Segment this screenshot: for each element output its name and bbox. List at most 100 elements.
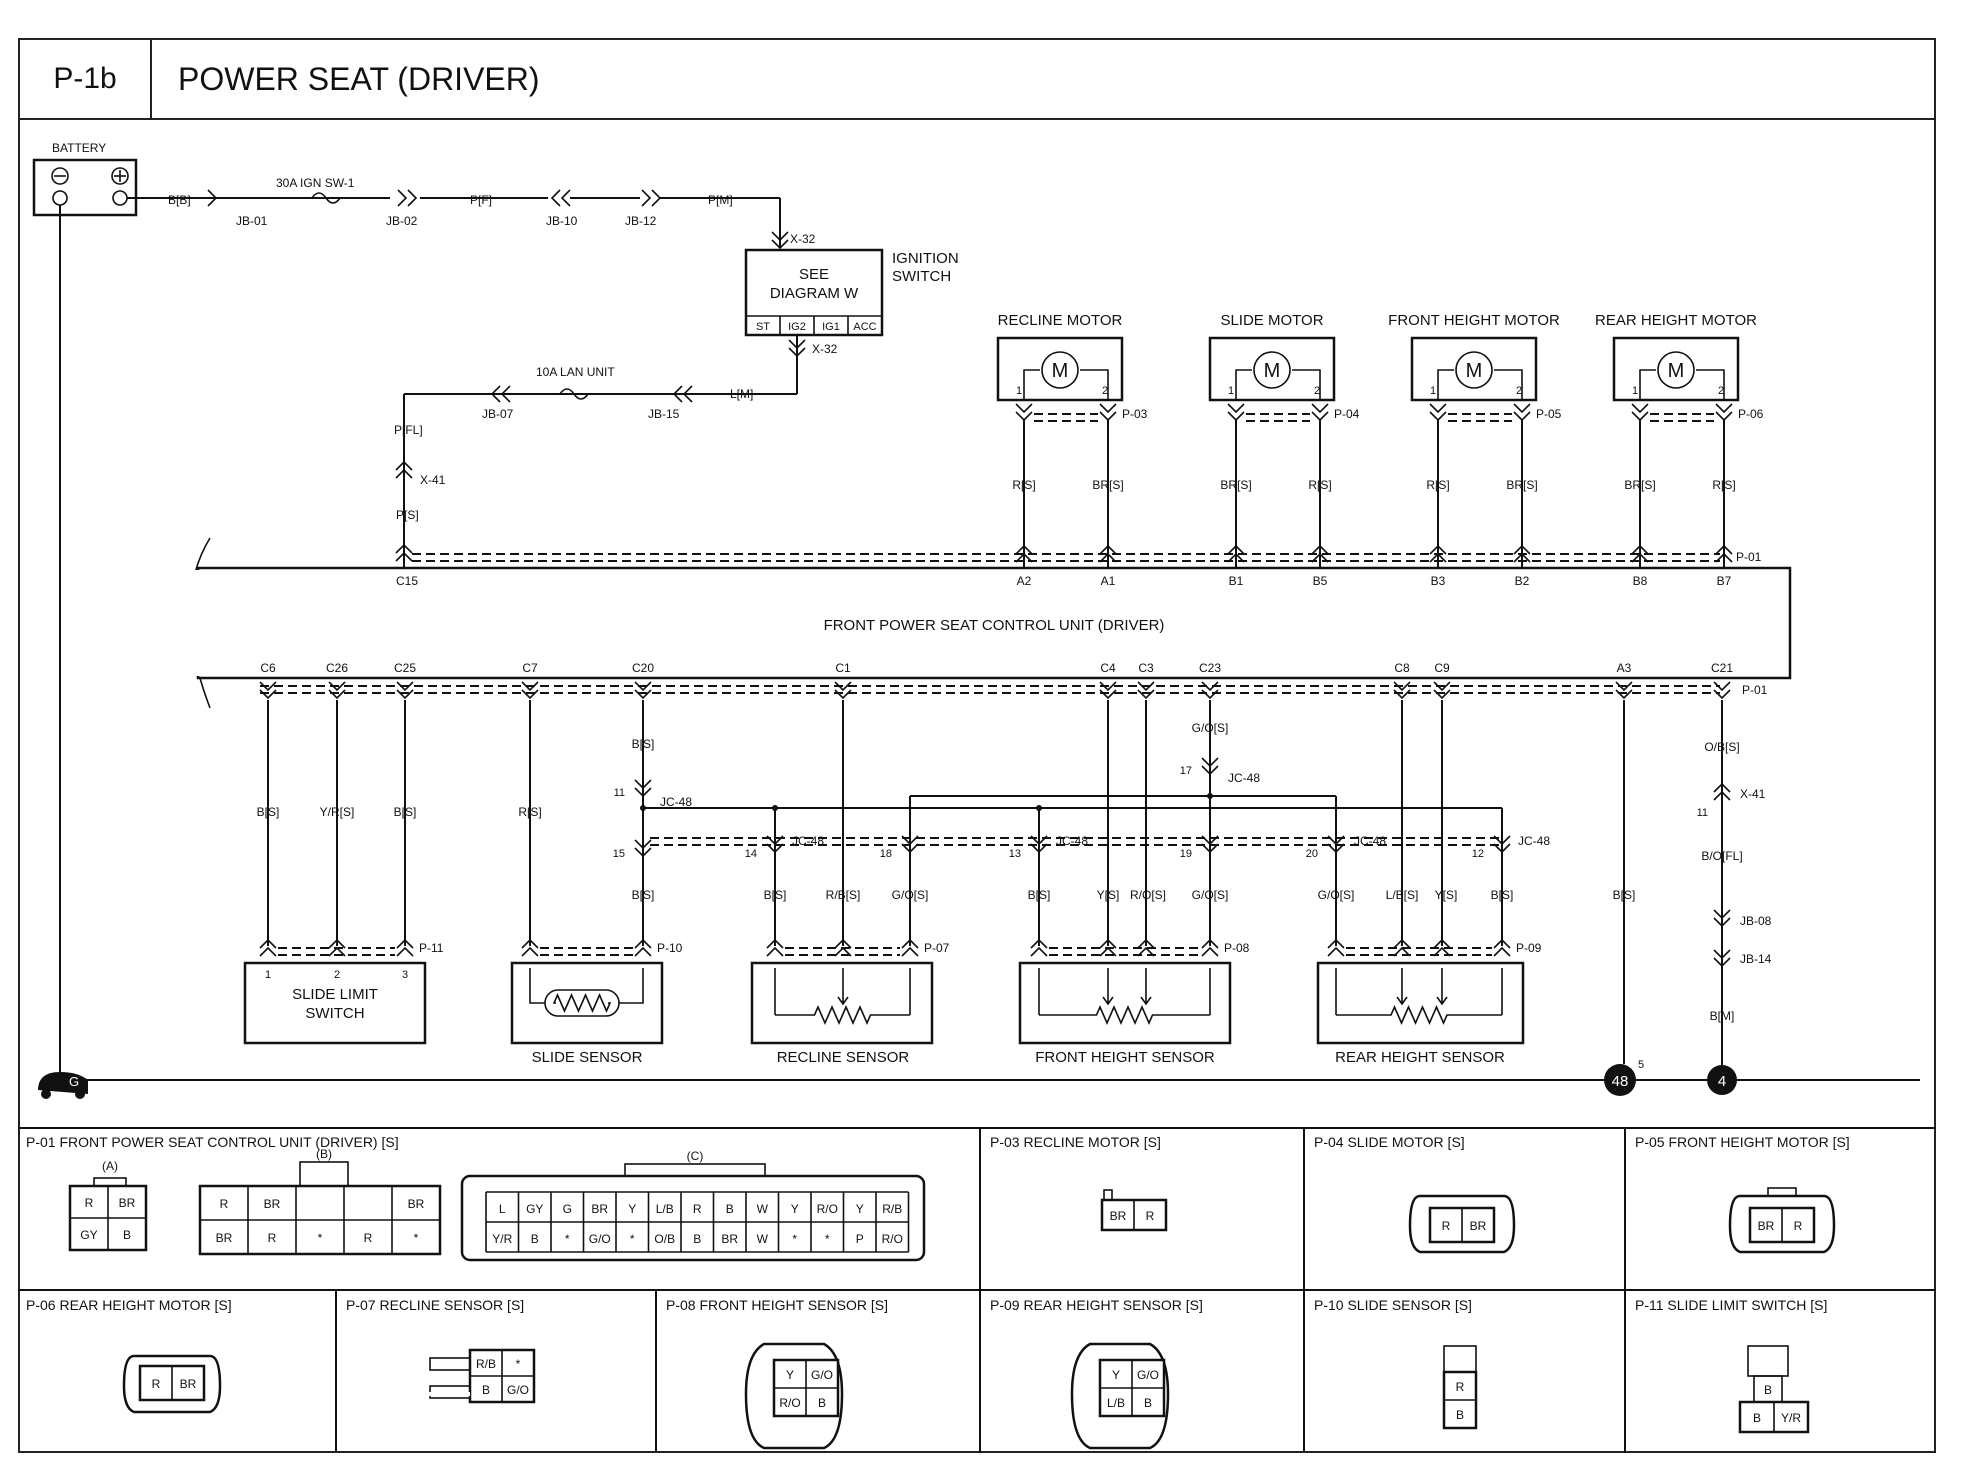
fuse-lan-label: 10A LAN UNIT [536,365,615,379]
svg-text:B: B [726,1202,734,1216]
svg-text:G/O[S]: G/O[S] [1192,721,1229,735]
svg-text:B5: B5 [1313,574,1328,588]
svg-text:B[S]: B[S] [1613,888,1636,902]
svg-text:R[S]: R[S] [1308,478,1331,492]
control-unit [196,566,1792,680]
svg-text:IG1: IG1 [822,321,840,333]
svg-text:15: 15 [613,848,625,860]
svg-text:BR[S]: BR[S] [1220,478,1251,492]
fuse-lan-icon [559,388,589,400]
svg-text:BR: BR [119,1196,136,1210]
svg-text:*: * [792,1232,797,1246]
motor-icon [1657,351,1695,389]
svg-text:1: 1 [1228,385,1234,397]
svg-text:B: B [531,1232,539,1246]
svg-text:Y/R: Y/R [1781,1411,1801,1425]
svg-text:(A): (A) [102,1159,118,1173]
jb02-label: JB-02 [386,214,418,228]
svg-text:B1: B1 [1229,574,1244,588]
ignition-label: IGNITION [892,250,959,267]
svg-text:P-11: P-11 [419,941,444,955]
svg-text:W: W [757,1232,769,1246]
svg-text:C26: C26 [326,661,348,675]
svg-text:B: B [1144,1396,1152,1410]
svg-text:R: R [152,1377,161,1391]
svg-text:BR: BR [1110,1209,1127,1223]
svg-text:C23: C23 [1199,661,1221,675]
svg-text:JC-48: JC-48 [792,834,824,848]
control-unit-label: FRONT POWER SEAT CONTROL UNIT (DRIVER) [824,617,1165,634]
svg-text:Y: Y [1112,1368,1120,1382]
svg-text:*: * [318,1231,323,1245]
svg-text:P-07: P-07 [924,941,950,955]
jb10-label: JB-10 [546,214,578,228]
svg-text:(C): (C) [687,1149,704,1163]
svg-text:JB-08: JB-08 [1740,914,1772,928]
svg-text:R/O: R/O [882,1232,903,1246]
svg-text:JB-14: JB-14 [1740,952,1772,966]
svg-text:BR: BR [721,1232,738,1246]
panel-p04-title: P-04 SLIDE MOTOR [S] [1314,1134,1465,1150]
svg-text:G/O: G/O [1137,1368,1159,1382]
battery-wire-label: B[B] [168,193,191,207]
svg-text:C3: C3 [1138,661,1154,675]
resistor-icon [775,1005,910,1025]
svg-text:X-41: X-41 [1740,787,1766,801]
svg-text:Y[S]: Y[S] [1435,888,1458,902]
wire-pf: P[F] [470,193,492,207]
panel-p11-title: P-11 SLIDE LIMIT SWITCH [S] [1635,1297,1827,1313]
svg-text:SLIDE LIMIT: SLIDE LIMIT [292,986,378,1003]
svg-text:G: G [69,1074,79,1089]
svg-text:*: * [565,1232,570,1246]
svg-text:FRONT HEIGHT MOTOR: FRONT HEIGHT MOTOR [1388,312,1560,329]
slide-sensor: SLIDE SENSOR [510,961,664,1066]
svg-text:P-09: P-09 [1516,941,1542,955]
svg-text:DIAGRAM W: DIAGRAM W [770,285,859,302]
svg-text:L/B: L/B [1107,1396,1125,1410]
svg-text:B8: B8 [1633,574,1648,588]
svg-text:1: 1 [1016,385,1022,397]
svg-text:P-03: P-03 [1122,407,1148,421]
svg-text:M: M [1466,360,1483,382]
jb15-label: JB-15 [648,407,680,421]
svg-text:A2: A2 [1017,574,1032,588]
svg-text:JC-48: JC-48 [1228,771,1260,785]
panel-p10-title: P-10 SLIDE SENSOR [S] [1314,1297,1472,1313]
diagram-header: P-1b POWER SEAT (DRIVER) [20,40,1934,120]
svg-text:G/O[S]: G/O[S] [892,888,929,902]
svg-text:12: 12 [1472,848,1484,860]
svg-text:JC-48: JC-48 [1354,834,1386,848]
svg-text:1: 1 [1632,385,1638,397]
svg-text:R: R [268,1231,277,1245]
svg-text:G/O: G/O [589,1232,611,1246]
svg-text:B: B [482,1383,490,1397]
svg-text:Y: Y [856,1202,864,1216]
svg-text:C4: C4 [1100,661,1116,675]
svg-text:5: 5 [1638,1059,1644,1071]
jb12-label: JB-12 [625,214,657,228]
rear-height-sensor: REAR HEIGHT SENSOR [1316,961,1525,1066]
svg-text:R[S]: R[S] [1012,478,1035,492]
svg-text:4: 4 [1718,1073,1726,1090]
svg-text:JC-48: JC-48 [1518,834,1550,848]
svg-text:14: 14 [745,848,757,860]
svg-text:1: 1 [265,969,271,981]
svg-text:P-05: P-05 [1536,407,1562,421]
svg-text:B3: B3 [1431,574,1446,588]
x41-top-label: X-41 [420,473,446,487]
svg-text:R: R [1794,1219,1803,1233]
svg-text:R/O: R/O [817,1202,838,1216]
svg-text:O/B: O/B [654,1232,675,1246]
svg-text:C25: C25 [394,661,416,675]
svg-text:P-06: P-06 [1738,407,1764,421]
svg-text:W: W [757,1202,769,1216]
svg-text:Y: Y [628,1202,636,1216]
svg-text:P-04: P-04 [1334,407,1360,421]
